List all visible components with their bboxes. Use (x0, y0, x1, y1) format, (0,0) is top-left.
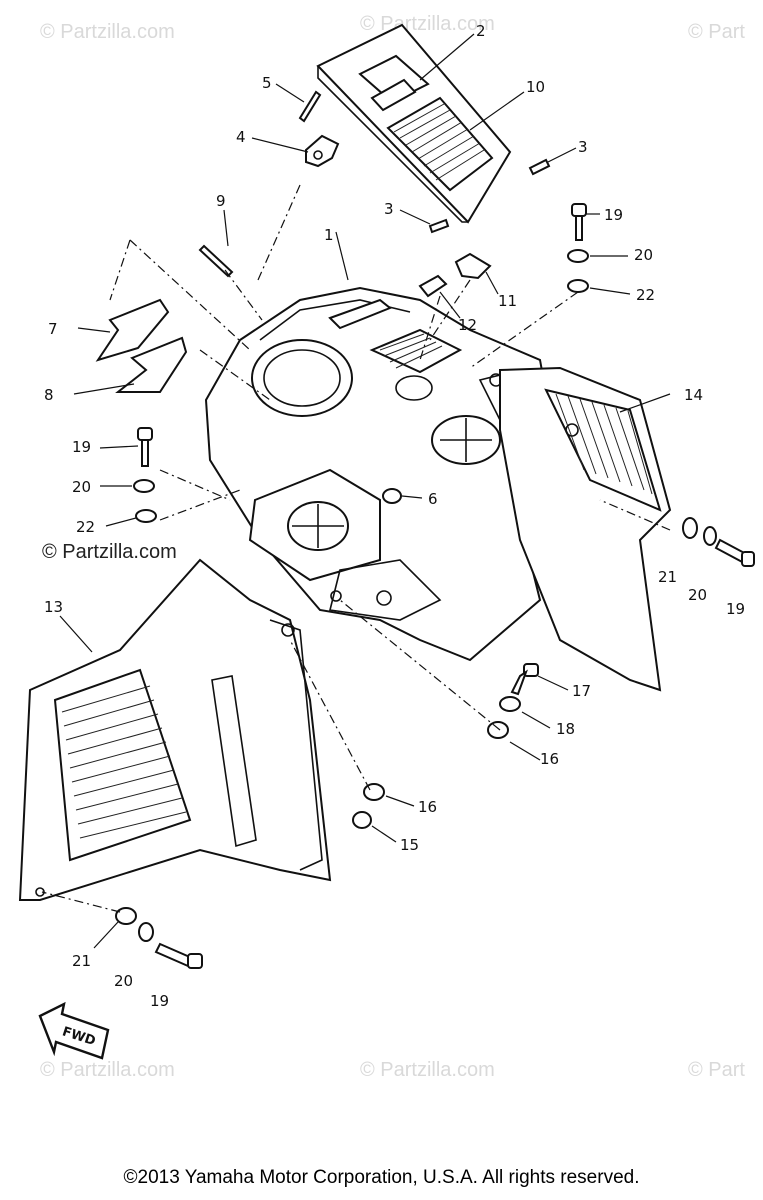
callout-1: 1 (324, 226, 334, 244)
callout-17: 17 (572, 682, 591, 700)
part-3-pin (428, 158, 551, 234)
washer-20-top (567, 249, 589, 263)
callout-8: 8 (44, 386, 54, 404)
washer-20-bottom (138, 922, 154, 942)
washer-22-top (567, 279, 589, 293)
callout-16: 16 (540, 750, 559, 768)
callout-5: 5 (262, 74, 272, 92)
callout-10: 10 (526, 78, 545, 96)
watermark: © Partzilla.com (360, 13, 495, 35)
callout-20: 20 (688, 586, 707, 604)
callout-7: 7 (48, 320, 58, 338)
part-14-right-side-panel (499, 366, 672, 692)
part-2-top-cover (316, 23, 512, 224)
part-9-pin (198, 244, 234, 278)
watermark: © Part (688, 21, 745, 43)
forward-direction-arrow: FWD (38, 1001, 110, 1060)
callout-22: 22 (636, 286, 655, 304)
part-5-pin (298, 90, 322, 123)
callout-9: 9 (216, 192, 226, 210)
assembly-lines (41, 184, 671, 913)
washer-20-right (703, 526, 717, 546)
callout-18: 18 (556, 720, 575, 738)
washer-18 (499, 696, 521, 712)
bolt-17 (510, 663, 539, 696)
nut-15 (352, 811, 372, 829)
callout-labels: 1 2 3 3 4 5 6 7 8 9 10 11 12 13 14 15 16… (44, 22, 745, 1010)
callout-2: 2 (476, 22, 486, 40)
bolt-19-bottom (154, 942, 203, 969)
fastener-19-right (714, 538, 755, 567)
watermark: © Part (688, 1059, 745, 1081)
callout-14: 14 (684, 386, 703, 404)
watermark: © Partzilla.com (40, 21, 175, 43)
part-12-grommet (418, 274, 448, 298)
fastener-19-top (571, 203, 587, 241)
callout-3: 3 (384, 200, 394, 218)
part-7-bracket (95, 298, 170, 362)
callout-6: 6 (428, 490, 438, 508)
washer-22-left (135, 509, 157, 523)
callout-19: 19 (604, 206, 623, 224)
callout-21: 21 (72, 952, 91, 970)
nut-6 (382, 488, 402, 504)
part-1-main-body (204, 286, 562, 662)
part-11-cap (454, 252, 492, 280)
copyright-notice: ©2013 Yamaha Motor Corporation, U.S.A. A… (123, 1167, 640, 1188)
leader-lines (59, 33, 671, 949)
callout-19: 19 (150, 992, 169, 1010)
washer-21-right (682, 517, 698, 539)
part-8-bracket (115, 336, 188, 393)
washer-20-left (133, 479, 155, 493)
callout-11: 11 (498, 292, 517, 310)
callout-22: 22 (76, 518, 95, 536)
callout-19: 19 (726, 600, 745, 618)
washer-16-center (363, 783, 385, 801)
callout-13: 13 (44, 598, 63, 616)
callout-15: 15 (400, 836, 419, 854)
watermark: © Partzilla.com (42, 541, 177, 563)
watermark: © Partzilla.com (360, 1059, 495, 1081)
washer-21-bottom (115, 907, 137, 925)
callout-20: 20 (114, 972, 133, 990)
part-4-clip (305, 134, 340, 168)
callout-19: 19 (72, 438, 91, 456)
callout-3: 3 (578, 138, 588, 156)
callout-21: 21 (658, 568, 677, 586)
callout-4: 4 (236, 128, 246, 146)
part-13-left-side-panel (18, 558, 332, 901)
callout-12: 12 (458, 316, 477, 334)
callout-16: 16 (418, 798, 437, 816)
callout-20: 20 (634, 246, 653, 264)
watermark: © Partzilla.com (40, 1059, 175, 1081)
washer-16-right (487, 721, 509, 739)
callout-20: 20 (72, 478, 91, 496)
fastener-19-left (137, 427, 153, 467)
